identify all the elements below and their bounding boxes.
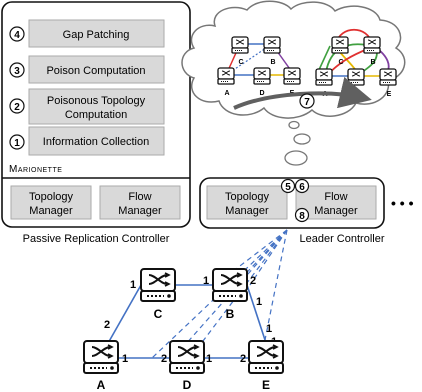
switch-a: A xyxy=(83,340,119,392)
thought-bubble-medium xyxy=(293,133,311,145)
more-controllers-ellipsis: • • • xyxy=(391,195,414,211)
svg-text:1: 1 xyxy=(122,353,128,365)
svg-text:C: C xyxy=(238,59,243,66)
svg-text:C: C xyxy=(338,59,343,66)
leader-topology-line1: Topology xyxy=(225,191,270,203)
svg-text:A: A xyxy=(224,90,229,97)
step-2-badge: 2 xyxy=(9,98,25,114)
passive-topology-manager xyxy=(10,185,92,220)
step-1-box xyxy=(28,126,165,156)
switch-a-icon xyxy=(83,340,119,374)
switch-c-icon xyxy=(140,268,176,302)
step-8-badge: 8 xyxy=(294,207,310,223)
svg-text:1: 1 xyxy=(14,138,20,149)
passive-flow-manager xyxy=(99,185,181,220)
thought-bubble-large xyxy=(284,150,308,166)
cloud-left-switch-a: A xyxy=(217,67,235,97)
svg-text:E: E xyxy=(387,91,392,98)
step-2-label-line1: Poisonous Topology xyxy=(47,95,146,107)
step-1-label: Information Collection xyxy=(43,136,149,148)
svg-text:B: B xyxy=(270,59,275,66)
svg-text:D: D xyxy=(259,90,264,97)
svg-text:2: 2 xyxy=(240,353,246,365)
passive-topology-line2: Manager xyxy=(29,205,73,217)
cloud-transform-arrow xyxy=(233,76,372,110)
leader-topology-manager xyxy=(206,185,288,220)
passive-controller-caption: Passive Replication Controller xyxy=(23,233,170,245)
svg-text:D: D xyxy=(183,378,192,392)
step-4-box xyxy=(28,19,165,48)
passive-flow-line1: Flow xyxy=(128,191,151,203)
switch-e: E xyxy=(248,340,284,392)
switch-b-icon xyxy=(212,268,248,302)
cloud-right-switch-b: B xyxy=(363,36,381,66)
cloud-right-switch-c: C xyxy=(331,36,349,66)
cloud-right-switch-e: E xyxy=(379,68,397,98)
svg-text:2: 2 xyxy=(104,319,110,331)
switch-c: C xyxy=(140,268,176,321)
leader-topology-line2: Manager xyxy=(225,205,269,217)
svg-text:5: 5 xyxy=(285,182,291,193)
svg-text:3: 3 xyxy=(14,66,20,77)
svg-text:B: B xyxy=(226,307,235,321)
svg-text:6: 6 xyxy=(299,182,305,193)
svg-text:2: 2 xyxy=(14,102,20,113)
leader-flow-manager xyxy=(295,185,377,220)
step-4-badge: 4 xyxy=(9,26,25,42)
step-1-badge: 1 xyxy=(9,134,25,150)
switch-d: D xyxy=(169,340,205,392)
switch-d-icon xyxy=(169,340,205,374)
svg-text:B: B xyxy=(370,59,375,66)
cloud-left-switch-b: B xyxy=(263,36,281,66)
step-7-badge: 7 xyxy=(299,93,315,109)
svg-text:1: 1 xyxy=(266,323,272,335)
svg-text:1: 1 xyxy=(206,353,212,365)
thought-bubble-small xyxy=(288,120,300,130)
step-3-label: Poison Computation xyxy=(46,65,145,77)
leader-flow-line1: Flow xyxy=(324,191,347,203)
svg-text:C: C xyxy=(154,307,163,321)
passive-flow-line2: Manager xyxy=(118,205,162,217)
step-4-label: Gap Patching xyxy=(63,29,130,41)
step-3-badge: 3 xyxy=(9,62,25,78)
leader-controller-caption: Leader Controller xyxy=(300,233,385,245)
switch-b: B xyxy=(212,268,248,321)
svg-text:1: 1 xyxy=(203,275,209,287)
svg-text:2: 2 xyxy=(250,275,256,287)
svg-text:A: A xyxy=(97,378,106,392)
cloud-left-switch-d: D xyxy=(253,67,271,97)
svg-text:1: 1 xyxy=(130,279,136,291)
passive-topology-line1: Topology xyxy=(29,191,74,203)
svg-text:E: E xyxy=(262,378,270,392)
cloud-left-switch-c: C xyxy=(231,36,249,66)
leader-flow-line2: Manager xyxy=(314,205,358,217)
svg-text:8: 8 xyxy=(299,211,305,222)
step-2-box xyxy=(28,88,165,125)
svg-text:7: 7 xyxy=(304,97,310,108)
step-3-box xyxy=(28,55,165,84)
svg-text:4: 4 xyxy=(14,30,20,41)
svg-text:2: 2 xyxy=(161,353,167,365)
svg-text:1: 1 xyxy=(256,296,262,308)
marionette-label: Marionette xyxy=(9,164,62,175)
step-2-label-line2: Computation xyxy=(65,109,127,121)
step-5-badge: 5 xyxy=(280,178,296,194)
step-6-badge: 6 xyxy=(294,178,310,194)
switch-e-icon xyxy=(248,340,284,374)
